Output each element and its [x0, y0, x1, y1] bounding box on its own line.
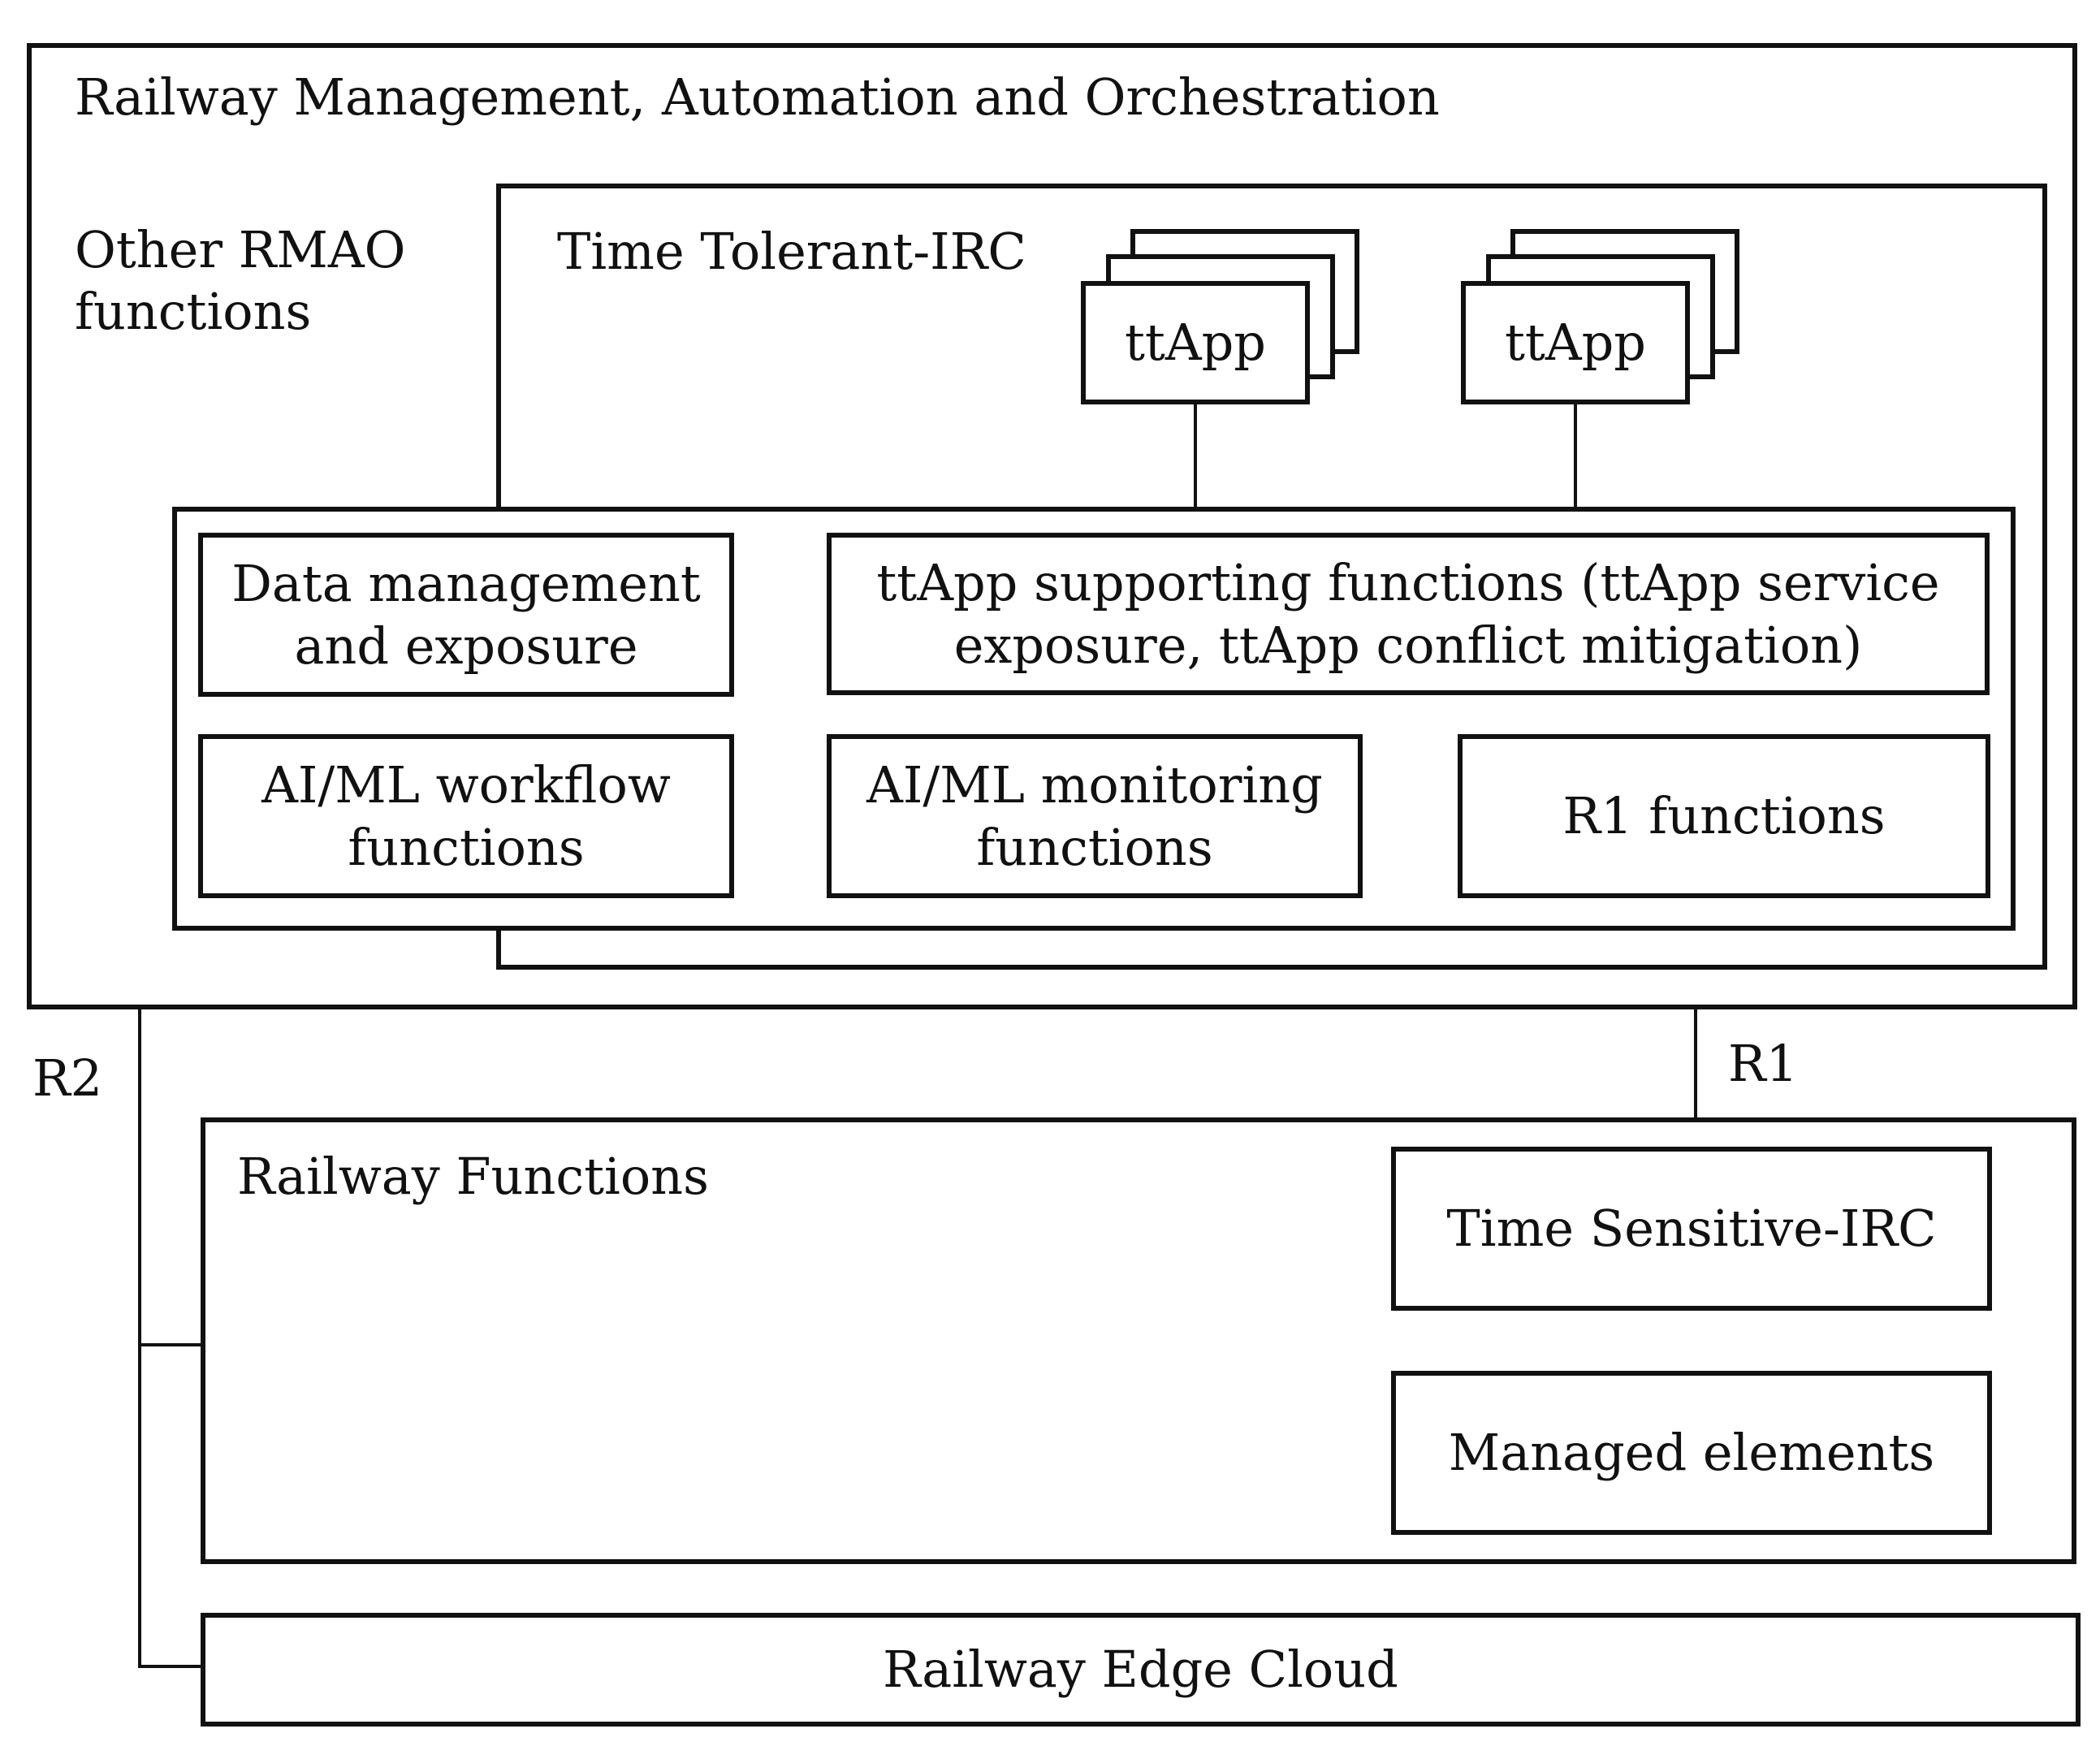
- ttapp-box-2[interactable]: ttApp: [1461, 281, 1690, 404]
- r2-vertical-line: [138, 1007, 141, 1668]
- time-sensitive-irc-label: Time Sensitive-IRC: [1446, 1199, 1937, 1259]
- rmao-title: Railway Management, Automation and Orche…: [75, 67, 1440, 127]
- r1-functions-box[interactable]: R1 functions: [1458, 734, 1990, 898]
- railway-functions-title: Railway Functions: [237, 1147, 709, 1206]
- managed-elements-box[interactable]: Managed elements: [1391, 1371, 1992, 1535]
- railway-edge-cloud-box[interactable]: Railway Edge Cloud: [201, 1613, 2081, 1727]
- aiml-workflow-box[interactable]: AI/ML workflow functions: [198, 734, 734, 898]
- r2-to-edge-cloud-line: [138, 1665, 203, 1668]
- time-sensitive-irc-box[interactable]: Time Sensitive-IRC: [1391, 1147, 1992, 1311]
- r1-functions-label: R1 functions: [1562, 786, 1886, 846]
- tt-irc-title: Time Tolerant-IRC: [557, 222, 1026, 281]
- ttapp-1-connector: [1194, 404, 1197, 508]
- data-management-box[interactable]: Data management and exposure: [198, 533, 734, 697]
- r2-interface-label: R2: [32, 1048, 103, 1108]
- ttapp-label-1: ttApp: [1125, 313, 1266, 373]
- aiml-monitoring-box[interactable]: AI/ML monitoring functions: [827, 734, 1363, 898]
- railway-edge-cloud-label: Railway Edge Cloud: [883, 1640, 1398, 1700]
- managed-elements-label: Managed elements: [1448, 1423, 1935, 1483]
- ttapp-supporting-functions-box[interactable]: ttApp supporting functions (ttApp servic…: [827, 533, 1990, 695]
- r2-to-railway-functions-line: [138, 1343, 203, 1346]
- aiml-monitoring-label: AI/ML monitoring functions: [866, 754, 1323, 878]
- ttapp-label-2: ttApp: [1505, 313, 1646, 373]
- data-management-label: Data management and exposure: [231, 553, 701, 676]
- other-rmao-functions-label: Other RMAO functions: [75, 220, 406, 341]
- r1-interface-label: R1: [1728, 1034, 1799, 1093]
- ttapp-supporting-functions-label: ttApp supporting functions (ttApp servic…: [876, 552, 1940, 676]
- aiml-workflow-label: AI/ML workflow functions: [261, 754, 671, 878]
- ttapp-box-1[interactable]: ttApp: [1081, 281, 1310, 404]
- ttapp-2-connector: [1574, 404, 1577, 508]
